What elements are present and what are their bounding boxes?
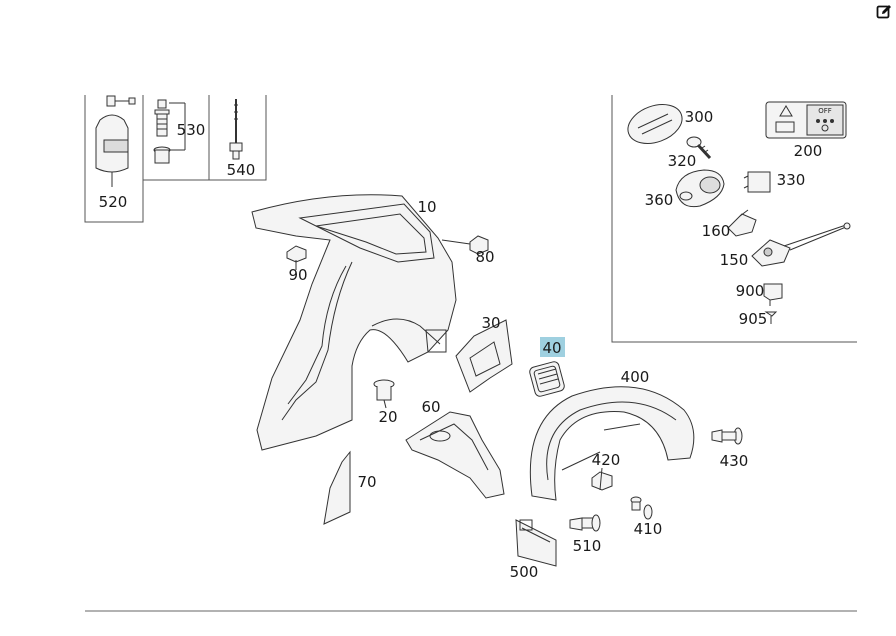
- label-905[interactable]: 905: [739, 310, 768, 328]
- label-90[interactable]: 90: [288, 266, 307, 284]
- part-labels: 520 530 540 300 200 320 330 360 160 150 …: [99, 108, 823, 581]
- part-540-rivet[interactable]: [229, 99, 243, 160]
- part-500-mud-flap[interactable]: [515, 519, 557, 567]
- label-off-text: OFF: [818, 107, 832, 115]
- label-400[interactable]: 400: [621, 368, 650, 386]
- inset-box: [611, 95, 857, 343]
- part-905-pin[interactable]: [764, 311, 778, 324]
- part-420-nut[interactable]: [591, 471, 613, 491]
- label-200[interactable]: 200: [794, 142, 823, 160]
- label-430[interactable]: 430: [720, 452, 749, 470]
- part-330-bracket[interactable]: [743, 171, 771, 193]
- label-160[interactable]: 160: [702, 222, 731, 240]
- label-10[interactable]: 10: [417, 198, 436, 216]
- label-60[interactable]: 60: [421, 398, 440, 416]
- label-30[interactable]: 30: [481, 314, 500, 332]
- part-160-actuator[interactable]: [727, 209, 757, 237]
- label-80[interactable]: 80: [475, 248, 494, 266]
- label-300[interactable]: 300: [685, 108, 714, 126]
- part-40-vent-grille[interactable]: [529, 361, 566, 398]
- label-320[interactable]: 320: [668, 152, 697, 170]
- leader-lines: [295, 260, 771, 491]
- part-410-clip[interactable]: [630, 496, 653, 520]
- label-510[interactable]: 510: [573, 537, 602, 555]
- part-900-grommet[interactable]: [763, 283, 783, 301]
- part-90-nut[interactable]: [286, 245, 307, 263]
- part-70-seal-strip[interactable]: [323, 450, 351, 525]
- part-530-bolt-set[interactable]: [153, 99, 186, 164]
- part-80-nut[interactable]: [441, 235, 489, 255]
- label-150[interactable]: 150: [720, 251, 749, 269]
- label-40[interactable]: 40: [542, 339, 561, 357]
- label-500[interactable]: 500: [510, 563, 539, 581]
- part-400-wheel-liner[interactable]: [529, 386, 695, 501]
- kit-box-group: [84, 95, 267, 223]
- part-510-clip[interactable]: [569, 514, 601, 532]
- label-410[interactable]: 410: [634, 520, 663, 538]
- label-520[interactable]: 520: [99, 193, 128, 211]
- label-530[interactable]: 530: [177, 121, 206, 139]
- label-330[interactable]: 330: [777, 171, 806, 189]
- edit-icon[interactable]: [876, 4, 892, 20]
- part-430-clip[interactable]: [711, 427, 743, 445]
- part-320-screw[interactable]: [686, 136, 712, 160]
- part-150-release-cable[interactable]: [751, 222, 851, 267]
- part-520-sealant-bottle[interactable]: [95, 95, 136, 187]
- part-20-clip[interactable]: [373, 379, 395, 401]
- label-360[interactable]: 360: [645, 191, 674, 209]
- label-900[interactable]: 900: [736, 282, 765, 300]
- part-300-fuel-flap[interactable]: [623, 98, 688, 151]
- label-420[interactable]: 420: [592, 451, 621, 469]
- label-20[interactable]: 20: [378, 408, 397, 426]
- highlight-40: [540, 337, 565, 357]
- part-360-filler-housing[interactable]: [675, 169, 725, 208]
- part-200-warning-label[interactable]: OFF: [765, 101, 847, 139]
- label-540[interactable]: 540: [227, 161, 256, 179]
- part-10-side-panel[interactable]: [251, 194, 457, 451]
- label-70[interactable]: 70: [357, 473, 376, 491]
- part-60-inner-wheelhouse[interactable]: [405, 411, 505, 499]
- part-30-bracket[interactable]: [455, 319, 513, 393]
